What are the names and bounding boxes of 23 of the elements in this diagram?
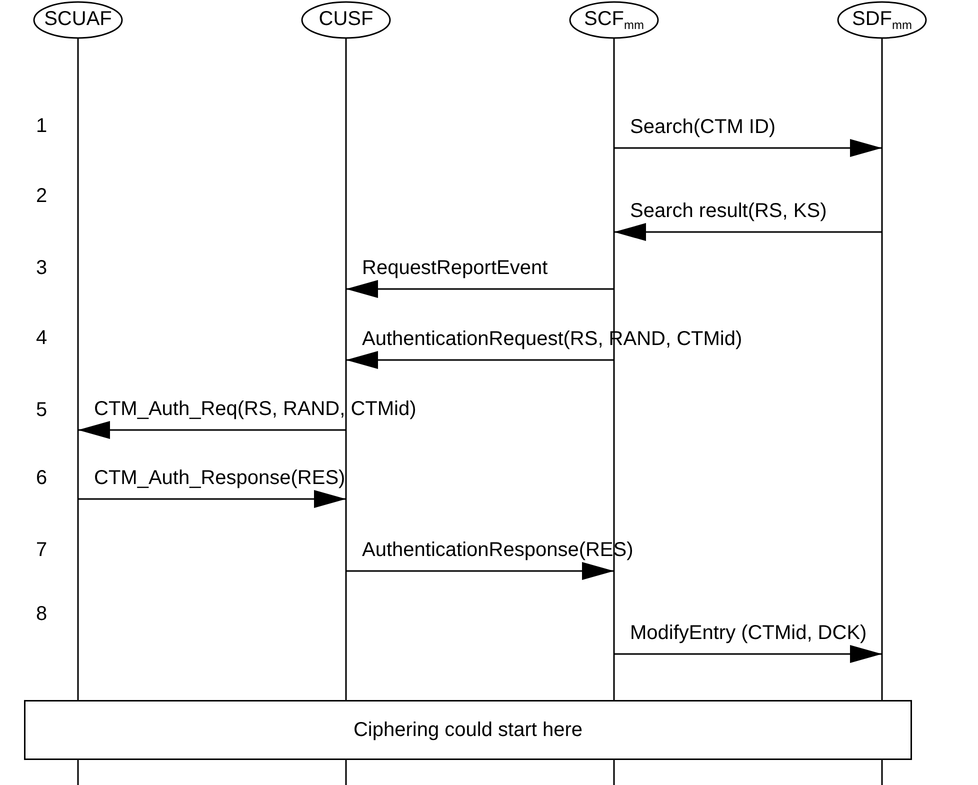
- note-box: Ciphering could start here: [24, 700, 912, 760]
- step-number: 6: [36, 467, 48, 489]
- message-arrow: [346, 562, 614, 580]
- step-number: 2: [36, 185, 48, 207]
- message-label: Search result(RS, KS): [630, 200, 827, 222]
- message-label: CTM_Auth_Response(RES): [94, 467, 346, 489]
- step-number: 5: [36, 399, 48, 421]
- step-number: 7: [36, 539, 48, 561]
- step-number: 8: [36, 603, 48, 625]
- step-number: 4: [36, 327, 48, 349]
- message-label: ModifyEntry (CTMid, DCK): [630, 622, 867, 644]
- message-arrow: [614, 223, 882, 241]
- message-label: Search(CTM ID): [630, 116, 776, 138]
- message-arrow: [346, 280, 614, 298]
- message-arrow: [78, 490, 346, 508]
- message-arrow: [78, 421, 346, 439]
- message-arrow: [614, 645, 882, 663]
- message-arrow: [614, 139, 882, 157]
- message-label: RequestReportEvent: [362, 257, 548, 279]
- message-label: CTM_Auth_Req(RS, RAND, CTMid): [94, 398, 416, 420]
- step-number: 1: [36, 115, 48, 137]
- step-number: 3: [36, 257, 48, 279]
- message-arrow: [346, 351, 614, 369]
